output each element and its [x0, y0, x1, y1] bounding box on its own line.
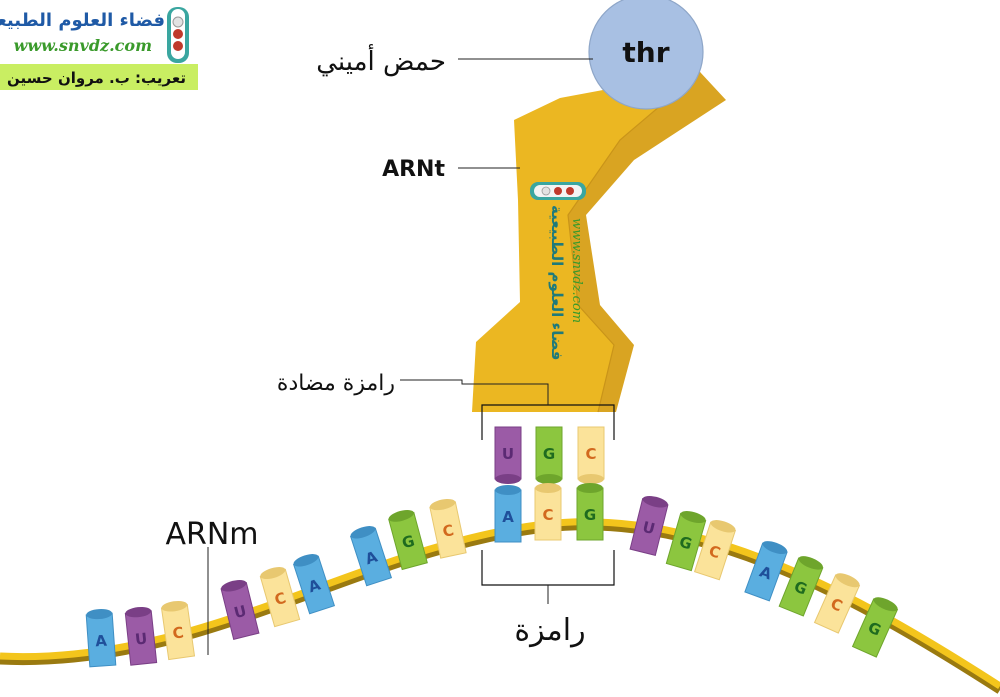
- mrna-base-17: C: [813, 573, 861, 634]
- mrna-base-18: G: [851, 597, 899, 658]
- mrna-base-9-letter: A: [502, 508, 514, 526]
- mrna-base-11-letter: G: [584, 506, 596, 524]
- mrna-base-3-letter: U: [232, 602, 248, 622]
- test-tube-icon: [167, 7, 189, 63]
- mrna-base-8-letter: C: [441, 521, 456, 541]
- mrna-base-1: U: [124, 606, 158, 666]
- trna-front-face: [472, 72, 700, 412]
- mrna-base-10: C: [534, 483, 562, 541]
- trna-label: ARNt: [382, 157, 445, 182]
- mrna-base-1-letter: U: [134, 629, 148, 648]
- mrna-base-13-letter: G: [677, 533, 694, 554]
- watermark-test-tube-icon: [530, 182, 586, 200]
- amino-acid-label: حمض أميني: [316, 43, 446, 77]
- mrna-base-0-letter: A: [95, 632, 108, 651]
- mrna-base-10-letter: C: [542, 506, 553, 524]
- codon-label: رامزة: [514, 613, 585, 648]
- mrna-base-5: A: [292, 554, 336, 615]
- anticodon-base-2: C: [577, 426, 605, 484]
- anticodon-label: رامزة مضادة: [277, 371, 395, 396]
- credit-banner: [0, 64, 198, 90]
- mrna-base-14-letter: C: [707, 542, 723, 563]
- watermark-site-name: فضاء العلوم الطبيعية: [548, 205, 566, 360]
- watermark-site-url: www.snvdz.com: [569, 218, 584, 323]
- anticodon-base-0-letter: U: [502, 445, 514, 463]
- anticodon-base-1-letter: G: [543, 445, 555, 463]
- mrna-base-9: A: [494, 485, 522, 543]
- mrna-label: ARNm: [165, 517, 258, 552]
- site-logo: فضاء العلوم الطبيعية www.snvdz.com تعريب…: [0, 7, 198, 90]
- logo-site-url: www.snvdz.com: [14, 36, 152, 55]
- anticodon-base-1: G: [535, 426, 563, 484]
- mrna-base-3: U: [220, 579, 260, 640]
- trna-side-face: [568, 72, 726, 412]
- trna-molecule: thr فضاء العلوم الطبيعية www.snvdz.com: [472, 0, 726, 413]
- anticodon-base-2-letter: C: [585, 445, 596, 463]
- mrna-base-4-letter: C: [273, 589, 289, 609]
- logo-credit: تعريب: ب. مروان حسين: [7, 69, 186, 87]
- mrna-base-6: A: [349, 526, 393, 587]
- mrna-base-2: C: [160, 600, 196, 661]
- mrna-base-4: C: [259, 567, 301, 628]
- anticodon-leader: [400, 379, 549, 405]
- mrna-base-12: U: [629, 495, 669, 556]
- mrna-base-8: C: [429, 498, 467, 559]
- mrna-base-16: G: [778, 556, 824, 617]
- mrna-base-2-letter: C: [171, 623, 184, 642]
- mrna-base-11: G: [576, 483, 604, 541]
- mrna-base-15: A: [744, 541, 788, 602]
- amino-acid-sphere: [588, 0, 704, 110]
- logo-site-name: فضاء العلوم الطبيعية: [0, 10, 165, 31]
- codon-bracket: [481, 550, 615, 586]
- amino-acid-name: thr: [622, 36, 669, 69]
- mrna-base-0: A: [85, 608, 117, 668]
- mrna-base-13: G: [665, 511, 707, 572]
- mrna-base-14: C: [693, 520, 737, 581]
- mrna-base-7-letter: G: [400, 532, 417, 553]
- anticodon-base-0: U: [494, 426, 522, 484]
- mrna-base-7: G: [388, 509, 428, 571]
- mrna-base-12-letter: U: [641, 518, 657, 538]
- trna-watermark: فضاء العلوم الطبيعية www.snvdz.com: [530, 182, 586, 360]
